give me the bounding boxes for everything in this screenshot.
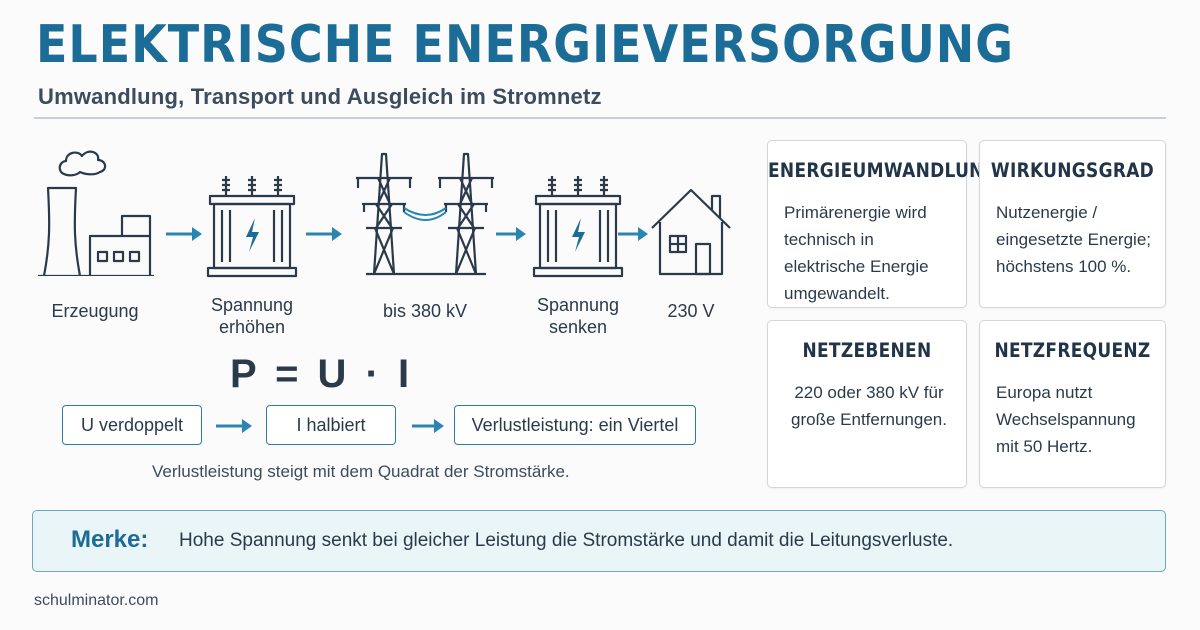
stage-label-hochspannung: bis 380 kV: [382, 301, 468, 321]
stage-label-spannung-senken: Spannung senken: [536, 295, 620, 337]
card-energieumwandlung: ENERGIEUMWANDLUNG Primärenergie wird tec…: [767, 140, 998, 308]
step-i-halbiert: I halbiert: [266, 405, 396, 445]
card-wirkungsgrad: WIRKUNGSGRAD Nutzenergie / eingesetzte E…: [979, 140, 1166, 308]
step-verlustleistung: Verlustleistung: ein Viertel: [454, 405, 696, 445]
arrow-right-icon: [306, 227, 342, 241]
merke-text: Hohe Spannung senkt bei gleicher Leistun…: [179, 530, 954, 551]
card-text: Nutzenergie / eingesetzte Energie; höchs…: [996, 203, 1151, 276]
transformer-icon: [532, 176, 624, 278]
card-title: ENERGIEUMWANDLUNG: [768, 159, 998, 183]
arrow-right-icon: [216, 419, 252, 433]
stage-label-spannung-erhoehen: Spannung erhöhen: [210, 295, 294, 337]
card-title: NETZFREQUENZ: [994, 339, 1151, 363]
page-subtitle: Umwandlung, Transport und Ausgleich im S…: [38, 84, 602, 109]
arrow-right-icon: [618, 227, 648, 241]
arrow-right-icon: [412, 419, 444, 433]
power-plant-icon: [38, 150, 154, 276]
arrow-right-icon: [166, 227, 202, 241]
arrow-right-icon: [496, 227, 526, 241]
stage-label-erzeugung: Erzeugung: [51, 301, 139, 321]
card-text: 220 oder 380 kV für große Entfernungen.: [791, 383, 947, 429]
card-title: WIRKUNGSGRAD: [990, 159, 1155, 183]
house-icon: [651, 188, 731, 276]
transmission-tower-icon: [356, 152, 494, 276]
transformer-icon: [206, 176, 298, 278]
merke-box: Merke: Hohe Spannung senkt bei gleicher …: [32, 510, 1166, 572]
card-netzfrequenz: NETZFREQUENZ Europa nutzt Wechselspannun…: [979, 320, 1166, 488]
card-text: Europa nutzt Wechselspannung mit 50 Hert…: [996, 383, 1136, 456]
step-u-verdoppelt: U verdoppelt: [62, 405, 202, 445]
power-formula: P = U · I: [230, 352, 414, 396]
card-title: NETZEBENEN: [802, 339, 932, 363]
footer-source: schulminator.com: [34, 592, 159, 609]
page-title: ELEKTRISCHE ENERGIEVERSORGUNG: [36, 14, 1015, 75]
card-text: Primärenergie wird technisch in elektris…: [784, 203, 929, 303]
card-netzebenen: NETZEBENEN 220 oder 380 kV für große Ent…: [767, 320, 967, 488]
title-divider: [34, 117, 1166, 119]
stage-label-haushalt: 230 V: [667, 301, 715, 321]
merke-label: Merke:: [71, 526, 149, 553]
loss-note: Verlustleistung steigt mit dem Quadrat d…: [152, 462, 570, 481]
